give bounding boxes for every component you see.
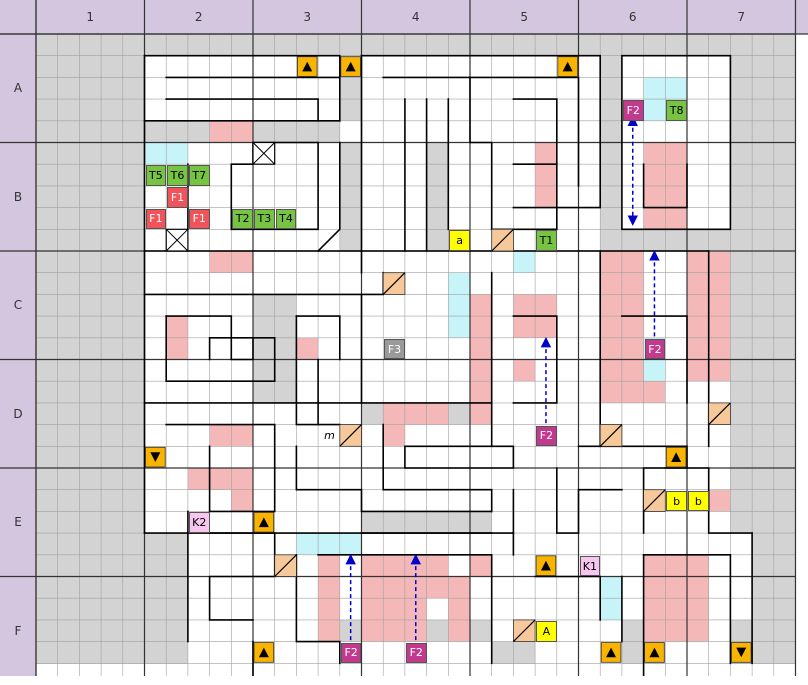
diagonal-door-icon[interactable] <box>275 555 297 577</box>
triangle-up-icon[interactable] <box>601 643 621 663</box>
diagonal-door-icon[interactable] <box>340 425 362 447</box>
diagonal-door-icon[interactable] <box>600 425 622 447</box>
triangle-up-icon[interactable] <box>666 447 686 467</box>
floor-region <box>145 294 254 403</box>
triangle-up-icon[interactable] <box>254 512 274 532</box>
water-tile <box>448 273 470 338</box>
damage-zone <box>513 360 535 382</box>
cross-box-icon <box>166 229 188 251</box>
triangle-up-icon[interactable] <box>536 556 556 576</box>
water-tile <box>513 251 535 273</box>
damage-zone <box>448 577 470 642</box>
triangle-down-icon[interactable] <box>146 447 166 467</box>
damage-zone <box>383 425 405 447</box>
damage-zone <box>231 490 253 512</box>
triangle-up-icon[interactable] <box>645 643 665 663</box>
triangle-down-icon[interactable] <box>731 643 751 663</box>
triangle-up-icon[interactable] <box>254 643 274 663</box>
damage-zone <box>709 490 731 512</box>
triangle-up-icon[interactable] <box>297 57 317 77</box>
diagonal-door-icon[interactable] <box>492 229 514 251</box>
damage-zone <box>383 403 448 425</box>
row-header-bar <box>0 0 36 676</box>
damage-zone <box>296 338 318 360</box>
damage-zone <box>448 229 470 251</box>
diagonal-door-icon[interactable] <box>644 490 666 512</box>
floor-region <box>188 620 253 676</box>
triangle-up-icon[interactable] <box>558 57 578 77</box>
damage-zone <box>188 468 253 490</box>
damage-zone <box>535 143 557 208</box>
damage-zone <box>470 555 492 577</box>
diagonal-door-icon[interactable] <box>383 273 405 295</box>
water-tile <box>296 533 361 555</box>
diagonal-door-icon[interactable] <box>709 403 731 425</box>
floor-region <box>253 642 492 676</box>
cross-box-icon <box>253 143 275 165</box>
triangle-up-icon[interactable] <box>341 57 361 77</box>
diagonal-door-icon[interactable] <box>513 620 535 642</box>
